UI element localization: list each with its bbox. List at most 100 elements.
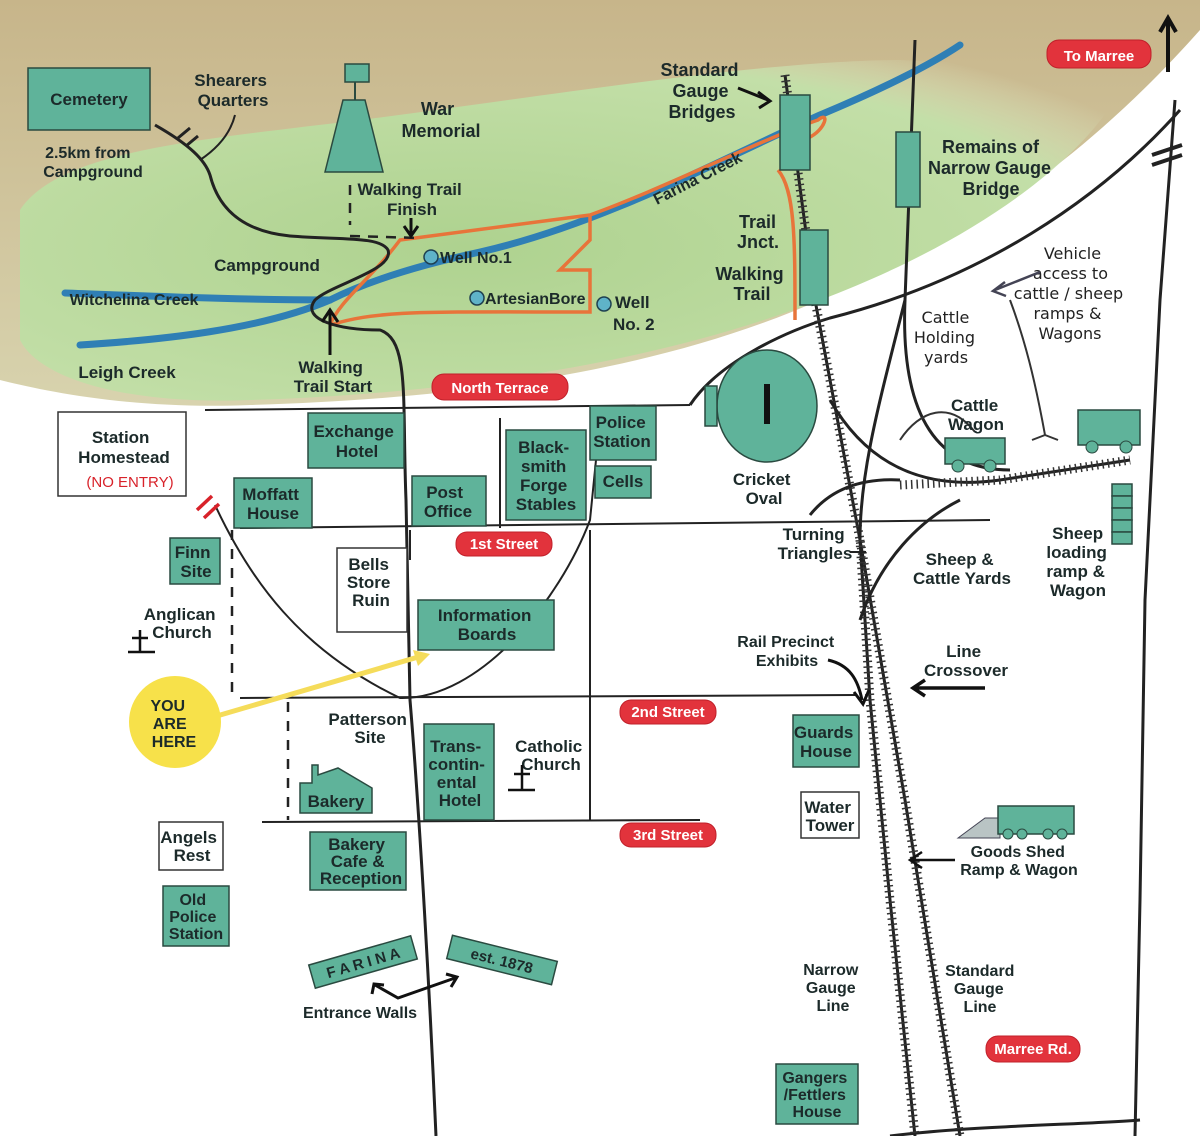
narrow-gauge-bridge-remains [895,131,921,208]
gangers-house-label: Gangers /Fettlers House [782,1070,851,1121]
artesian-bore-marker[interactable] [469,290,485,306]
cricket-pitch [764,384,770,424]
catholic-church-icon[interactable] [508,765,535,792]
first-street-road [239,519,991,529]
north-terrace-tag[interactable]: North Terrace [431,373,569,401]
angels-rest-label: Angels Rest [160,828,221,865]
remains-bridge-label: Remains of Narrow Gauge Bridge [928,137,1056,199]
cricket-oval-label: Cricket Oval [733,470,795,508]
old-police-station-box[interactable] [162,885,230,947]
bakery-building[interactable] [299,764,373,814]
bakery-label: Bakery [308,792,365,811]
cattle-access-paths [899,299,1059,441]
station-homestead-label: Station Homestead [78,428,170,467]
witchelina-creek [61,289,334,304]
cells-box[interactable] [594,465,652,499]
walking-trail-east [776,168,797,321]
road-break-marker [177,126,199,148]
water-tower-box[interactable] [800,791,860,839]
shearers-pointer [199,114,236,161]
information-boards-box[interactable] [417,599,555,651]
cricket-pavilion [704,385,718,427]
marree-rd-tag[interactable]: Marree Rd. [985,1035,1081,1063]
blacksmith-label: Black- smith Forge Stables [516,438,576,514]
finn-site-box[interactable] [169,537,221,585]
well-no2-marker[interactable] [596,296,612,312]
walking-trail-south [329,215,592,327]
sheep-wagon-icon[interactable] [1077,409,1141,454]
exchange-hotel-label: Exchange Hotel [313,422,398,461]
goods-shed-wagon-icon[interactable] [956,805,1075,840]
finn-site-label: Finn Site [175,543,216,581]
leigh-creek [76,296,334,349]
trail-finish-arrow [402,218,420,239]
homestead-gate-marker [195,494,221,520]
rail-siding-east-ties [899,455,1131,490]
shearers-quarters-label: Shearers Quarters [194,71,272,110]
transcontinental-hotel-label: Trans- contin- ental Hotel [428,737,489,810]
homestead-curve-road [214,419,601,700]
old-police-station-label: Old Police Station [169,892,223,943]
cattle-holding-label: Cattle Holding yards [914,308,980,367]
first-street-tag[interactable]: 1st Street [455,531,553,557]
standard-gauge-bridges-label: Standard Gauge Bridges [660,60,743,122]
third-street-road [261,819,701,823]
transcontinental-hotel-box[interactable] [423,723,495,821]
walking-trail-start-label: Walking Trail Start [294,358,373,396]
witchelina-creek-label: Witchelina Creek [70,292,199,309]
cells-label: Cells [603,472,644,491]
you-are-here-marker[interactable] [129,676,221,768]
police-station-box[interactable] [589,405,657,461]
second-street-road [239,694,856,699]
third-street-label: 3rd Street [633,827,703,844]
post-office-box[interactable] [411,475,487,527]
farina-entrance-wall[interactable]: F A R I N A [307,934,419,990]
anglican-church-label: Anglican Church [144,605,221,642]
walking-trail-finish-label: Walking Trail Finish [358,180,467,219]
information-boards-label: Information Boards [438,606,536,644]
rail-precinct-label: Rail Precinct Exhibits [737,634,838,670]
anglican-church-icon[interactable] [128,630,155,654]
bakery-cafe-box[interactable] [309,831,407,891]
est-1878-entrance-wall[interactable]: est. 1878 [445,934,559,986]
sheep-ramp-icon[interactable] [1111,483,1133,545]
cemetery-label: Cemetery [50,90,128,109]
well-no1-marker[interactable] [423,249,439,265]
third-street-tag[interactable]: 3rd Street [619,822,717,848]
you-are-here-arrowhead [413,650,430,666]
bells-store-box[interactable] [336,547,408,633]
angels-rest-box[interactable] [158,821,224,871]
to-marree-tag[interactable] [1046,39,1152,69]
eastern-road-break [1151,143,1183,167]
cattle-wagon-icon[interactable] [944,437,1006,473]
war-memorial-label: War Memorial [401,99,480,141]
war-memorial-icon[interactable] [324,63,384,173]
standard-gauge-line-label: Standard Gauge Line [945,963,1019,1016]
guards-house-box[interactable] [792,714,860,768]
police-station-label: Police Station [593,413,651,451]
farina-creek [326,41,964,304]
gangers-house-box[interactable] [775,1063,859,1125]
exchange-hotel-box[interactable] [307,412,405,469]
rail-siding-east [828,399,1131,484]
turning-triangles-label: Turning Triangles [778,525,853,563]
walking-trail-path [328,115,827,326]
second-street-label: 2nd Street [631,704,704,721]
walking-trail-label: Walking Trail [715,264,788,304]
artesian-bore-label: ArtesianBore [485,291,586,308]
station-homestead-box[interactable] [57,411,187,497]
rail-precinct-arrow [827,658,871,707]
marree-road-link [889,1118,1141,1136]
standard-gauge-bridge-north [779,94,811,171]
blacksmith-box[interactable] [505,429,587,521]
standard-gauge-bridge-south [799,229,829,306]
second-street-tag[interactable]: 2nd Street [619,699,717,725]
post-office-label: Post Office [424,483,472,521]
entrance-walls-label: Entrance Walls [303,1005,417,1022]
you-are-here-pointer [209,652,426,721]
eastern-road [1133,99,1177,1136]
moffatt-house-box[interactable] [233,477,313,529]
crossover-curve [858,498,961,621]
cemetery-box[interactable] [27,67,151,131]
